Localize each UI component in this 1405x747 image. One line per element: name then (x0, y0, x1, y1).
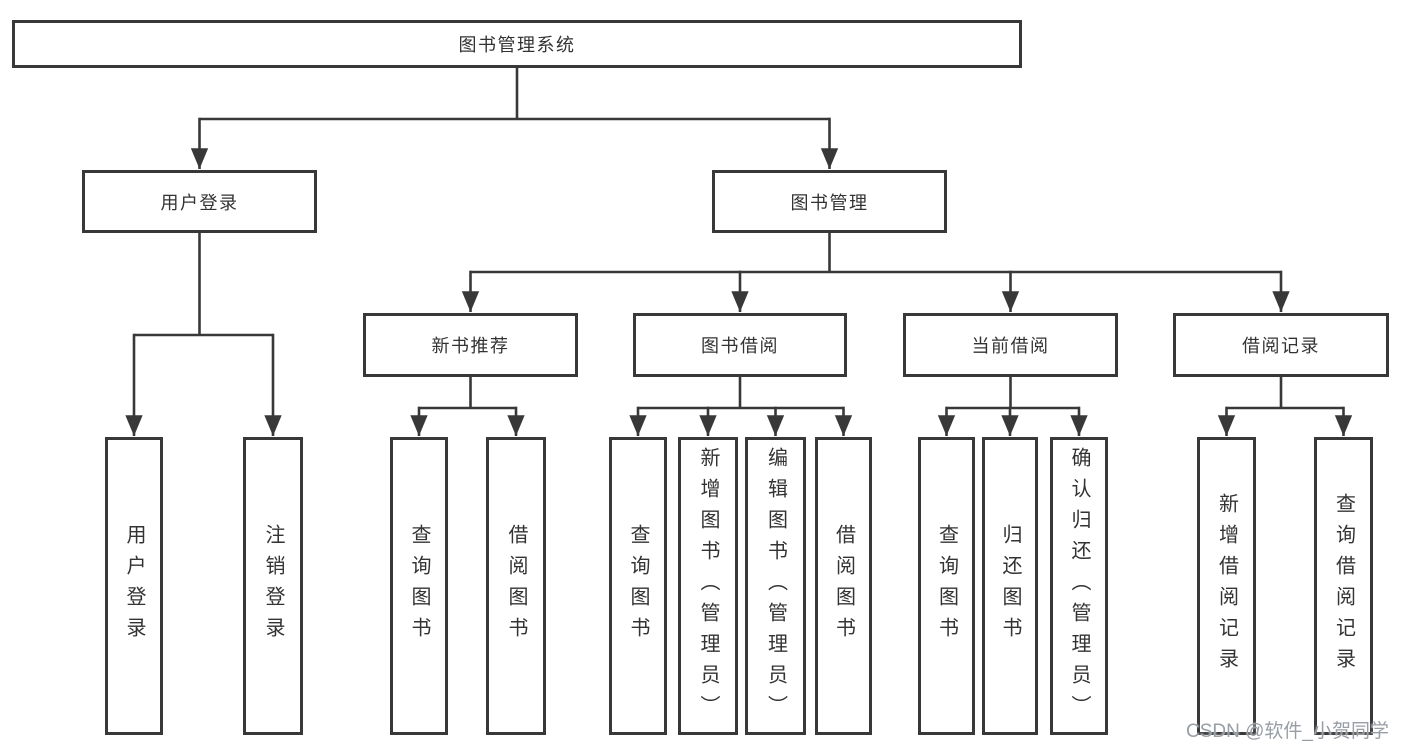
leaf-borrow-book: 借阅图书 (815, 437, 872, 735)
leaf-query-borrow-record: 查询借阅记录 (1314, 437, 1373, 735)
node-current-borrowing: 当前借阅 (903, 313, 1118, 377)
leaf-edit-book-admin-label: 编辑图书（管理员） (764, 446, 787, 726)
leaf-current-query-book: 查询图书 (918, 437, 975, 735)
leaf-add-borrow-record-label: 新增借阅记录 (1215, 493, 1238, 679)
node-new-book-recommendation: 新书推荐 (363, 313, 578, 377)
leaf-logout-label: 注销登录 (262, 524, 284, 648)
leaf-add-book-admin: 新增图书（管理员） (678, 437, 738, 735)
edge-book-mgmt-to-level3 (461, 233, 1290, 312)
leaf-confirm-return-admin: 确认归还（管理员） (1050, 437, 1108, 735)
leaf-add-borrow-record: 新增借阅记录 (1197, 437, 1256, 735)
leaf-borrow-book-label: 借阅图书 (832, 524, 855, 648)
node-book-borrowing: 图书借阅 (633, 313, 847, 377)
node-book-management: 图书管理 (712, 170, 947, 233)
leaf-query-borrow-record-label: 查询借阅记录 (1332, 493, 1355, 679)
leaf-newbook-query-book: 查询图书 (390, 437, 448, 735)
leaf-return-book: 归还图书 (982, 437, 1038, 735)
edge-root-to-level2 (190, 68, 839, 169)
leaf-add-book-admin-label: 新增图书（管理员） (697, 446, 719, 726)
node-book-management-label: 图书管理 (790, 192, 869, 213)
edge-book-borrow-to-leaves (629, 377, 853, 436)
leaf-current-query-book-label: 查询图书 (935, 524, 958, 648)
leaf-user-login: 用户登录 (105, 437, 163, 735)
csdn-watermark: CSDN @软件_小贺同学 (1186, 721, 1389, 742)
edge-user-login-to-leaves (125, 233, 282, 436)
node-new-book-recommendation-label: 新书推荐 (431, 336, 510, 356)
leaf-newbook-query-book-label: 查询图书 (408, 524, 430, 648)
node-user-login-label: 用户登录 (160, 192, 239, 213)
node-current-borrowing-label: 当前借阅 (971, 336, 1050, 356)
leaf-user-login-label: 用户登录 (123, 524, 145, 648)
leaf-return-book-label: 归还图书 (999, 524, 1021, 648)
leaf-confirm-return-admin-label: 确认归还（管理员） (1068, 446, 1090, 726)
edge-borrow-record-to-leaves (1217, 377, 1353, 436)
leaf-newbook-borrow-book: 借阅图书 (486, 437, 546, 735)
node-book-borrowing-label: 图书借阅 (701, 336, 779, 356)
leaf-borrow-query-book: 查询图书 (609, 437, 667, 735)
node-user-login: 用户登录 (82, 170, 317, 233)
node-root-library-system: 图书管理系统 (12, 20, 1022, 68)
leaf-edit-book-admin: 编辑图书（管理员） (745, 437, 806, 735)
node-root-library-system-label: 图书管理系统 (458, 35, 576, 55)
leaf-newbook-borrow-book-label: 借阅图书 (505, 524, 527, 648)
edge-current-borrow-to-leaves (937, 377, 1088, 436)
leaf-logout: 注销登录 (243, 437, 303, 735)
leaf-borrow-query-book-label: 查询图书 (627, 524, 649, 648)
edge-new-book-rec-to-leaves (410, 377, 525, 436)
node-borrowing-records: 借阅记录 (1173, 313, 1389, 377)
node-borrowing-records-label: 借阅记录 (1242, 336, 1320, 356)
